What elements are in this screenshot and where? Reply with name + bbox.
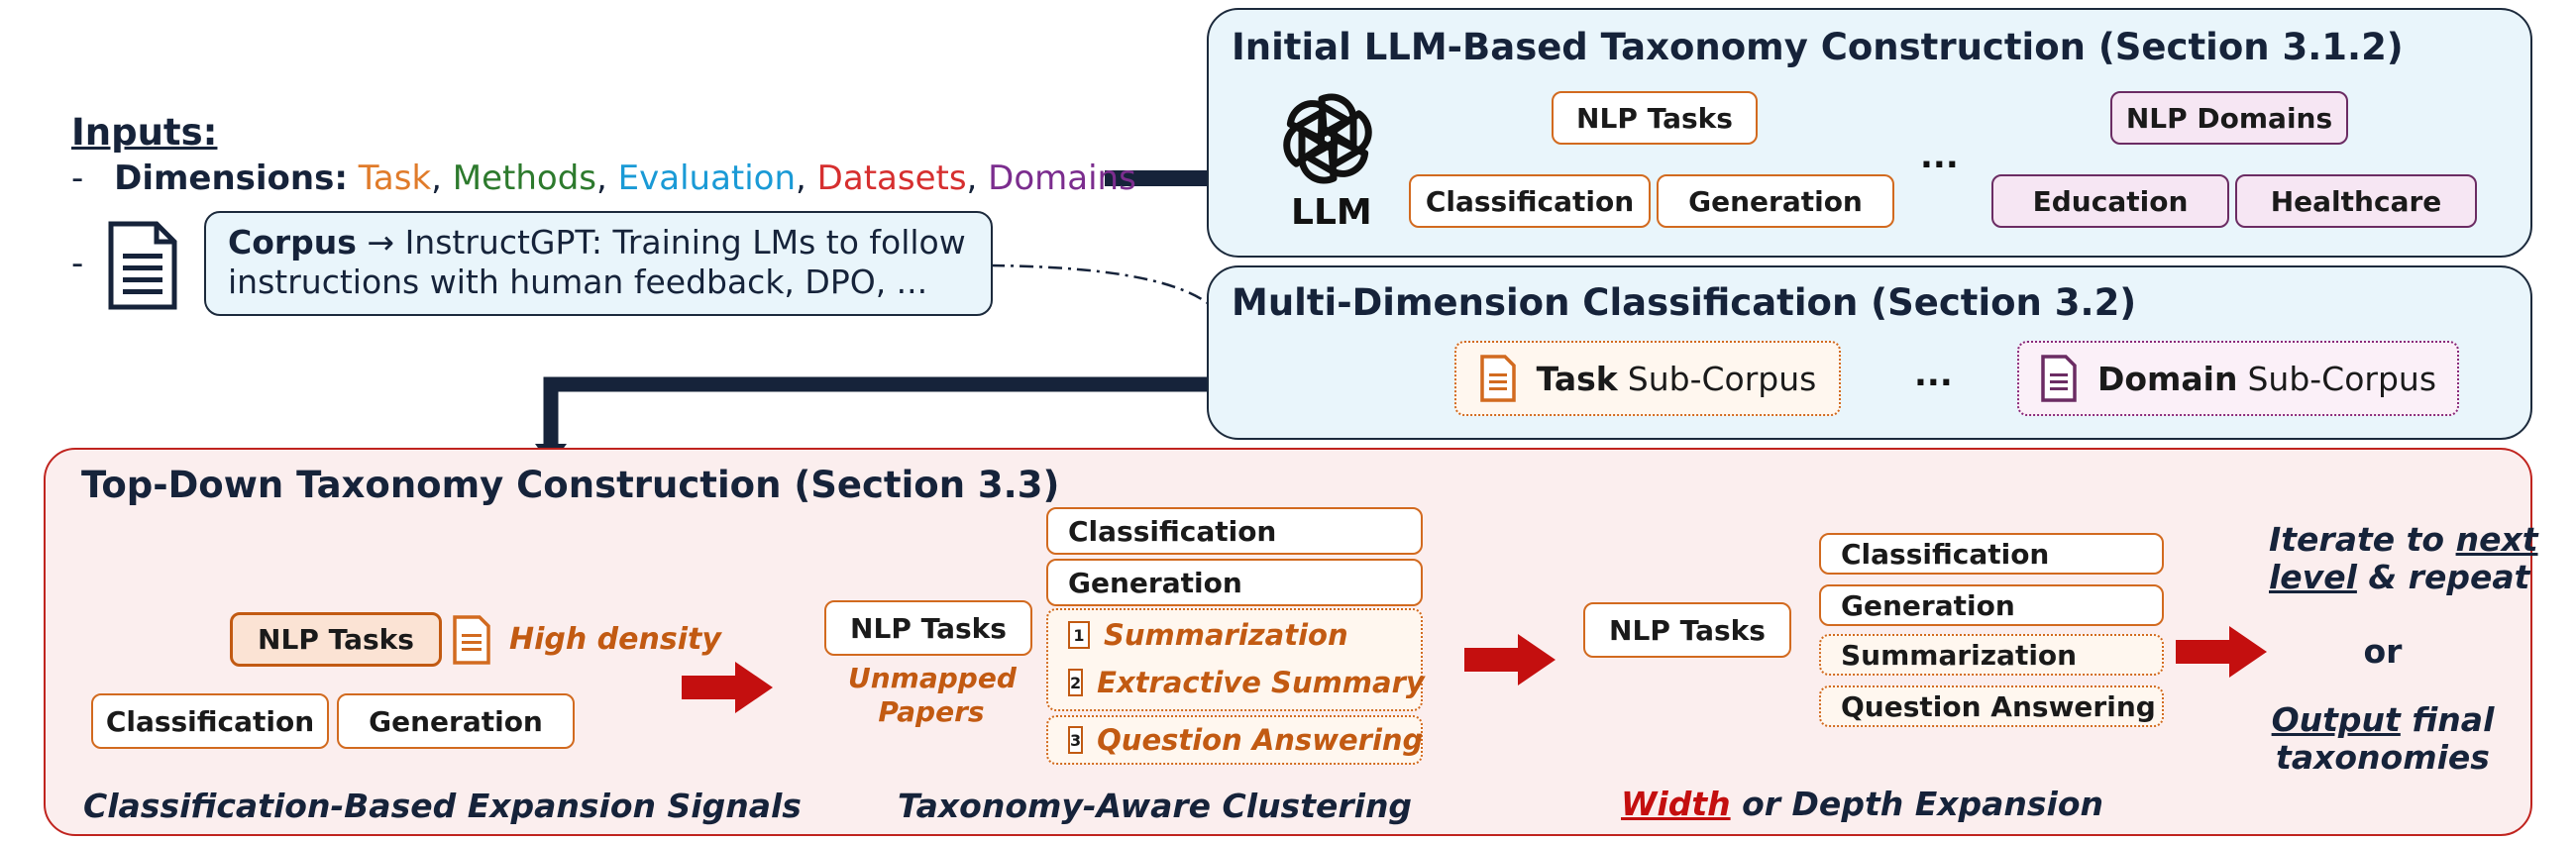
cluster-item: 2 Extractive Summary xyxy=(1048,660,1425,705)
unmapped-line-2: Papers xyxy=(878,695,985,728)
llm-nlp-domains-node: NLP Domains xyxy=(2110,91,2348,145)
cluster-item: 3 Question Answering xyxy=(1046,715,1423,765)
output-text: Output final taxonomies xyxy=(2269,701,2497,777)
red-arrow-icon xyxy=(2176,626,2267,678)
cluster-label: Question Answering xyxy=(1097,723,1424,757)
topdown-panel-title: Top-Down Taxonomy Construction (Section … xyxy=(81,464,1060,506)
corpus-arrow: → xyxy=(367,223,395,262)
stage1-caption: Classification-Based Expansion Signals xyxy=(83,787,802,825)
stage3-generation-node: Generation xyxy=(1819,584,2164,626)
dimensions-bullet: - xyxy=(71,158,84,198)
iterate-to: Iterate to xyxy=(2269,520,2445,559)
cluster-number: 3 xyxy=(1068,726,1084,754)
stage3-question-answering-node: Question Answering xyxy=(1819,685,2164,727)
dimension-sep: , xyxy=(966,158,989,198)
stage2-caption: Taxonomy-Aware Clustering xyxy=(898,787,1413,825)
stage3-nlp-tasks-node: NLP Tasks xyxy=(1583,602,1791,658)
llm-label: LLM xyxy=(1291,192,1372,233)
document-icon xyxy=(108,221,177,310)
corpus-line-1: Corpus → InstructGPT: Training LMs to fo… xyxy=(228,223,969,263)
inputs-heading: Inputs: xyxy=(71,111,218,154)
stage1-classification-node: Classification xyxy=(91,693,329,749)
cluster-group xyxy=(1046,608,1423,711)
dimension-sep: , xyxy=(796,158,817,198)
llm-generation-node: Generation xyxy=(1657,174,1894,228)
stage1-generation-node: Generation xyxy=(337,693,575,749)
corpus-bullet: - xyxy=(71,244,84,283)
stage2-nlp-tasks-node: NLP Tasks xyxy=(824,600,1032,656)
classification-panel-title: Multi-Dimension Classification (Section … xyxy=(1232,281,2137,324)
dimension-sep: , xyxy=(431,158,453,198)
dimension-methods: Methods xyxy=(452,158,597,198)
iterate-line-1: Iterate to next xyxy=(2269,520,2538,559)
task-subcorpus-rest: Sub-Corpus xyxy=(1627,359,1817,398)
iterate-text: Iterate to next level & repeat xyxy=(2269,520,2538,596)
task-subcorpus-bold: Task xyxy=(1536,359,1618,398)
red-arrow-icon xyxy=(1464,634,1556,685)
domain-subcorpus-bold: Domain xyxy=(2096,359,2238,398)
high-density-label: High density xyxy=(509,622,721,657)
stage1-nlp-tasks-node: NLP Tasks xyxy=(230,612,442,667)
llm-classification-node: Classification xyxy=(1409,174,1651,228)
document-icon xyxy=(2041,355,2077,402)
dimension-task: Task xyxy=(358,158,432,198)
dimension-datasets: Datasets xyxy=(816,158,967,198)
corpus-text-2: instructions with human feedback, DPO, .… xyxy=(228,263,928,301)
stage2-classification-node: Classification xyxy=(1046,507,1423,555)
output-final: final xyxy=(2412,700,2495,739)
cluster-label: Summarization xyxy=(1104,618,1348,652)
llm-ellipsis: ... xyxy=(1920,137,1959,176)
dimensions-line: - Dimensions: Task, Methods, Evaluation,… xyxy=(71,158,1136,198)
stage2-generation-node: Generation xyxy=(1046,559,1423,606)
document-icon xyxy=(453,615,490,665)
unmapped-line-1: Unmapped xyxy=(848,662,1017,694)
llm-nlp-tasks-node: NLP Tasks xyxy=(1552,91,1758,145)
corpus-label: Corpus xyxy=(228,223,357,262)
domain-subcorpus-node: Domain Sub-Corpus xyxy=(2017,341,2459,416)
cluster-label: Extractive Summary xyxy=(1097,666,1425,699)
or-text: or xyxy=(2363,632,2403,671)
cluster-number: 1 xyxy=(1068,621,1090,649)
dimensions-label: Dimensions: xyxy=(114,158,348,198)
width-word: Width xyxy=(1621,785,1731,823)
depth-expansion-text: or Depth Expansion xyxy=(1742,785,2104,823)
openai-logo-icon xyxy=(1283,93,1372,184)
dimension-evaluation: Evaluation xyxy=(617,158,797,198)
corpus-text-1: InstructGPT: Training LMs to follow xyxy=(404,223,966,262)
red-arrow-icon xyxy=(682,662,773,713)
cluster-number: 2 xyxy=(1068,669,1084,696)
iterate-line-2: level & repeat xyxy=(2269,558,2529,596)
iterate-repeat: & repeat xyxy=(2368,558,2530,596)
output-line-2: taxonomies xyxy=(2276,738,2490,777)
output-line-1: Output final xyxy=(2269,701,2497,739)
cluster-item: 1 Summarization xyxy=(1048,612,1421,658)
llm-education-node: Education xyxy=(1991,174,2229,228)
llm-panel-title: Initial LLM-Based Taxonomy Construction … xyxy=(1232,26,2404,68)
iterate-next: next xyxy=(2455,520,2538,559)
dimension-sep: , xyxy=(596,158,618,198)
corpus-box: Corpus → InstructGPT: Training LMs to fo… xyxy=(204,211,993,316)
document-icon xyxy=(1479,355,1516,402)
output-word: Output xyxy=(2271,700,2401,739)
task-subcorpus-node: Task Sub-Corpus xyxy=(1454,341,1841,416)
domain-subcorpus-rest: Sub-Corpus xyxy=(2247,359,2437,398)
llm-healthcare-node: Healthcare xyxy=(2235,174,2477,228)
stage3-classification-node: Classification xyxy=(1819,533,2164,575)
dimension-domains: Domains xyxy=(988,158,1136,198)
iterate-level: level xyxy=(2269,558,2357,596)
unmapped-papers-label: Unmapped Papers xyxy=(848,662,1017,729)
stage3-summarization-node: Summarization xyxy=(1819,634,2164,676)
stage3-caption: Width or Depth Expansion xyxy=(1621,785,2103,823)
classification-ellipsis: ... xyxy=(1914,355,1953,394)
